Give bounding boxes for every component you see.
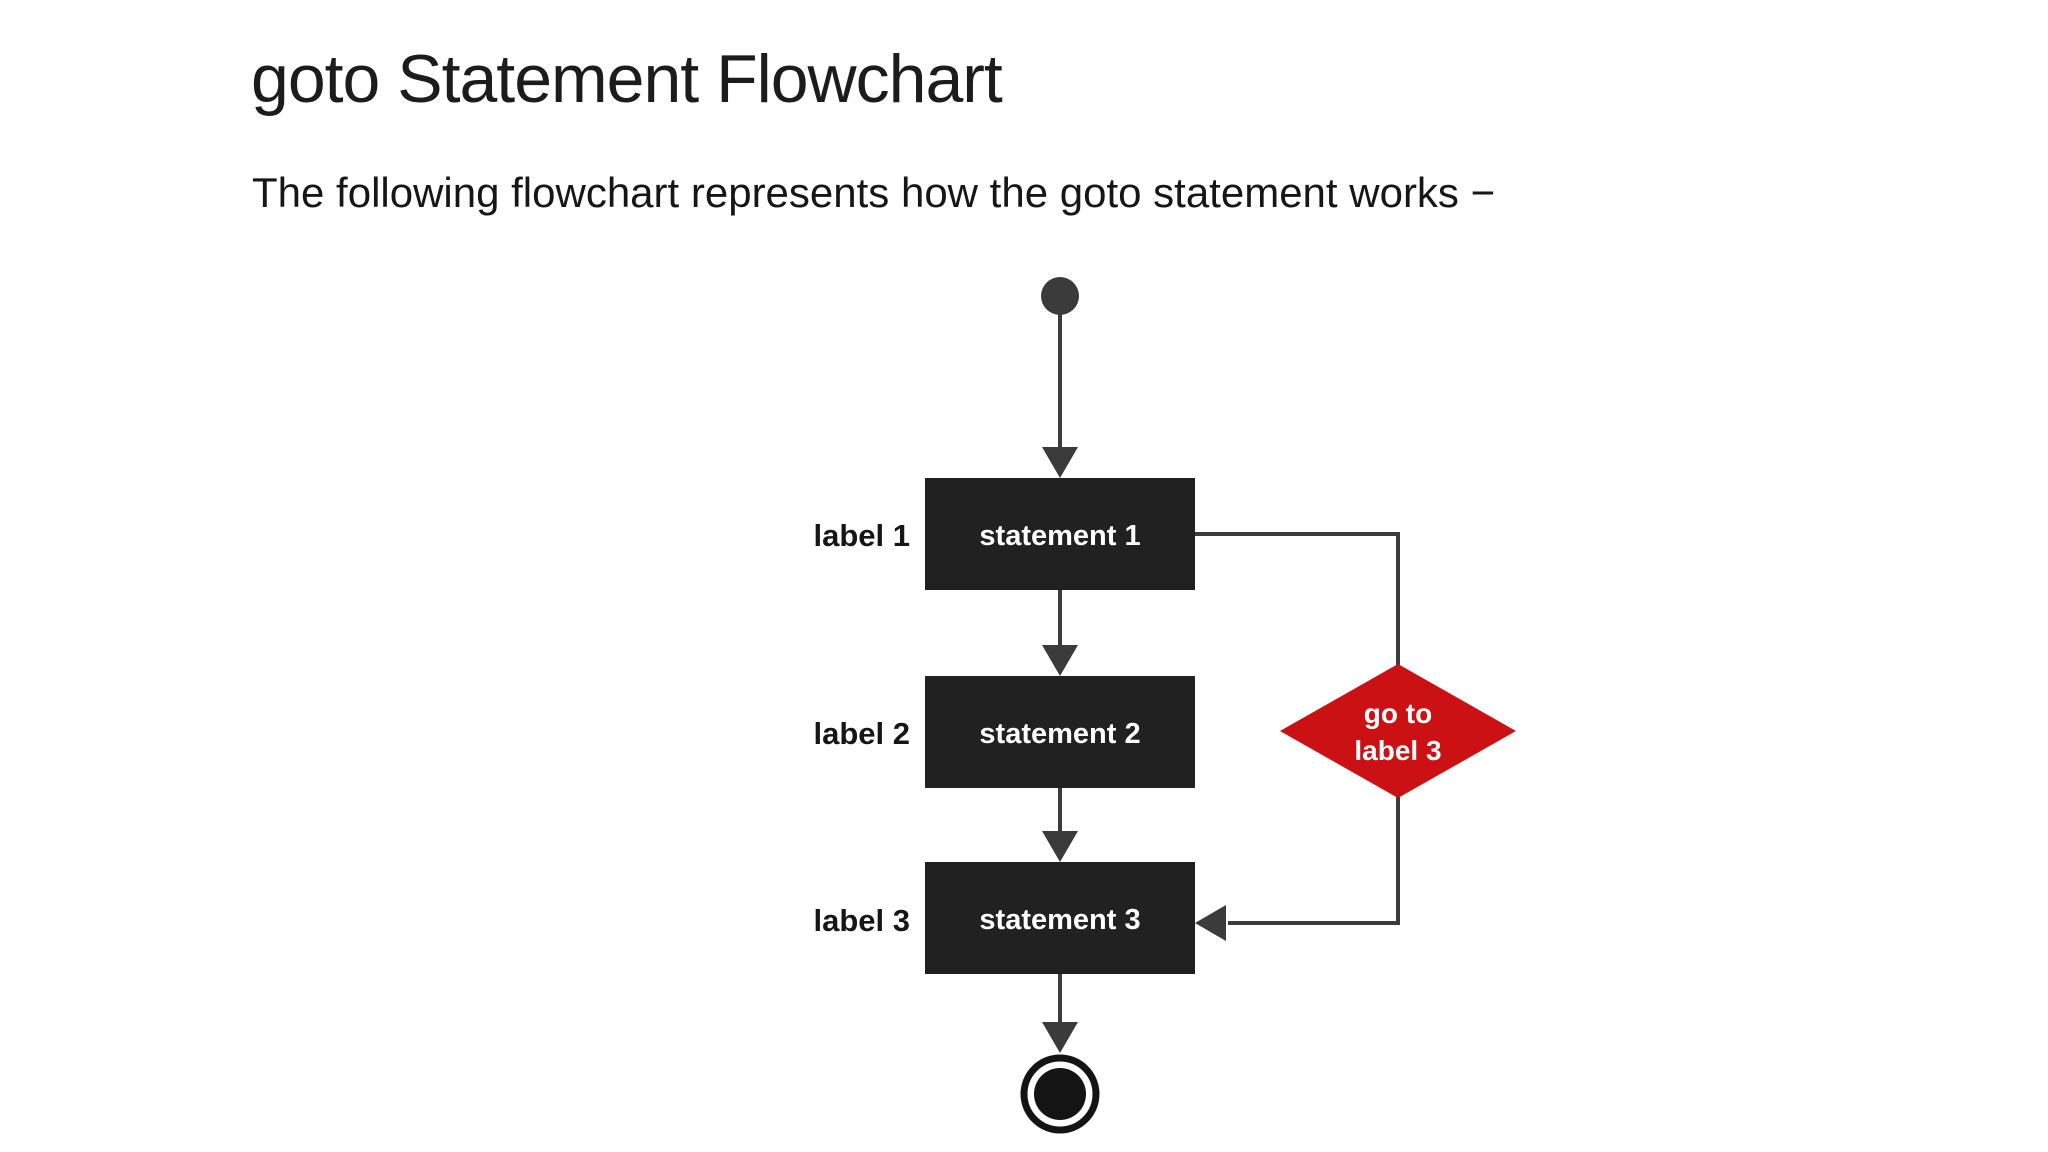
statement3-text: statement 3 [979, 904, 1140, 936]
connector-lines [1058, 314, 1400, 1025]
goto-decision-text-line2: label 3 [1354, 735, 1441, 766]
edge-statement1-to-diamond [1195, 532, 1400, 666]
end-node-icon [1020, 1054, 1100, 1134]
arrowhead-goto-into-statement3 [1195, 905, 1226, 941]
statement3-box [925, 862, 1195, 974]
page-title: goto Statement Flowchart [251, 41, 1003, 117]
label3-text: label 3 [814, 903, 911, 938]
end-node-outer-ring [1020, 1054, 1100, 1134]
statement1-box [925, 478, 1195, 590]
arrowhead-into-statement3 [1042, 831, 1078, 862]
statement2-box [925, 676, 1195, 788]
end-node-inner-dot [1034, 1068, 1086, 1120]
arrowhead-into-statement2 [1042, 645, 1078, 676]
goto-decision-diamond [1280, 664, 1516, 798]
goto-decision-text-line1: go to [1364, 698, 1432, 729]
start-node-icon [1041, 277, 1079, 315]
statement1-text: statement 1 [979, 520, 1140, 552]
arrowhead-into-statement1 [1042, 447, 1078, 478]
arrowhead-into-end-node [1042, 1022, 1078, 1053]
statement2-text: statement 2 [979, 718, 1140, 750]
connector-arrowheads [1041, 277, 1226, 1053]
label1-text: label 1 [814, 518, 911, 553]
label2-text: label 2 [814, 716, 911, 751]
intro-text: The following flowchart represents how t… [252, 169, 1496, 216]
edge-diamond-to-statement3 [1228, 796, 1400, 925]
